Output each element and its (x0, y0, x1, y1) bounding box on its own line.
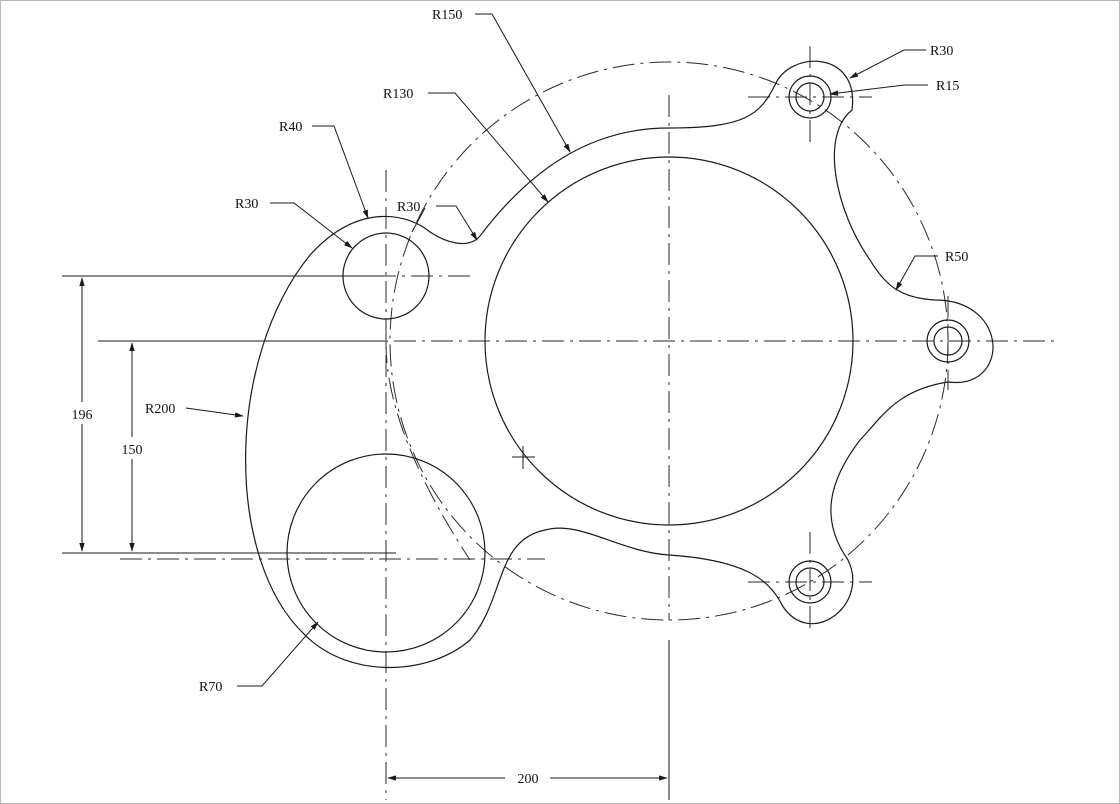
r15-label: R15 (936, 79, 959, 94)
r30-topright-leader (849, 49, 926, 79)
r40-leader (312, 125, 369, 219)
central-bore-r130 (484, 156, 854, 526)
r70-label: R70 (199, 680, 222, 695)
r70-leader (237, 621, 319, 687)
dim-150-text-bg (114, 437, 150, 459)
dim-200-label: 200 (518, 772, 539, 787)
center-lines (98, 46, 1058, 800)
dim-196-label: 196 (72, 408, 93, 423)
dimensions (62, 275, 670, 800)
outer-profile (245, 60, 994, 668)
right-lug-outer-circle (926, 319, 970, 363)
top-lug-hole-r15 (795, 82, 825, 112)
dim-196-text-bg (64, 402, 100, 424)
r15-leader (829, 84, 928, 96)
dim-150-label: 150 (122, 443, 143, 458)
r30-topright-label: R30 (930, 44, 953, 59)
r200-construction-arc (385, 340, 471, 561)
r30-left-leader (270, 202, 353, 249)
r200-label: R200 (145, 402, 175, 417)
r130-leader (428, 92, 549, 203)
bottom-lug-hole (795, 567, 825, 597)
r30-left-label: R30 (235, 197, 258, 212)
r30-mid-leader (436, 205, 478, 241)
top-lug-outer-circle (788, 75, 832, 119)
r130-label: R130 (383, 87, 413, 102)
callout-labels: R150 R130 R40 R30 R30 R30 R15 R50 R200 R… (145, 8, 968, 695)
right-lug-hole (933, 326, 963, 356)
bottom-lug-outer-circle (788, 560, 832, 604)
pitch-circle-r150 (389, 61, 949, 621)
body-circles (286, 75, 970, 653)
r40-label: R40 (279, 120, 302, 135)
r50-label: R50 (945, 250, 968, 265)
callout-leaders (185, 13, 938, 687)
r150-label: R150 (432, 8, 462, 23)
r200-leader (185, 407, 244, 418)
r30-mid-small-tick (411, 207, 426, 233)
r50-leader (895, 255, 938, 291)
r30-mid-label: R30 (397, 200, 420, 215)
r150-leader (475, 13, 571, 153)
